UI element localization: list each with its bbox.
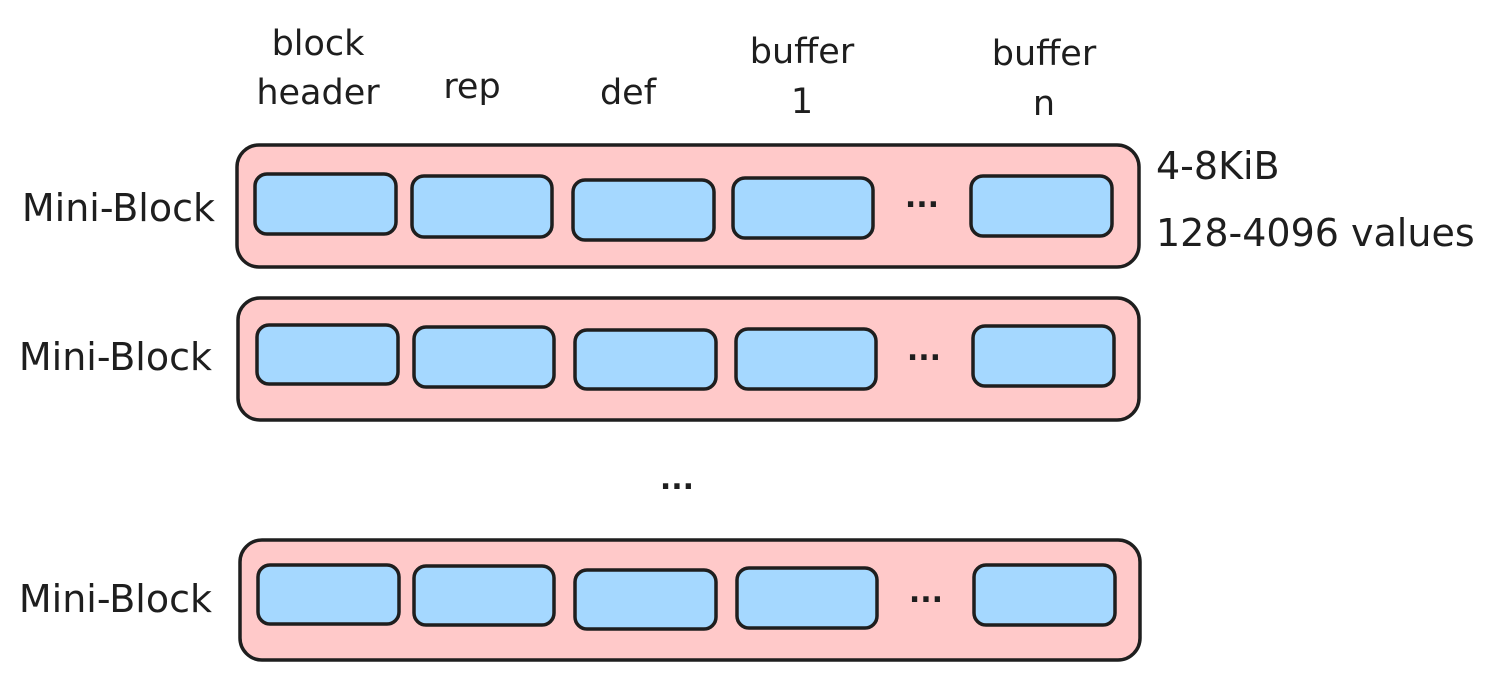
buffer-block-header-1 xyxy=(253,172,398,236)
buffer-n-row-1 xyxy=(969,174,1114,238)
header-rep: rep xyxy=(443,67,500,107)
buffer-rep-1 xyxy=(410,174,554,239)
buffers-ellipsis-2: ... xyxy=(907,333,941,368)
buffer-n-row-2 xyxy=(971,324,1116,388)
buffer-block-header-3 xyxy=(256,563,401,626)
row-label-mini-block-3: Mini-Block xyxy=(19,577,212,621)
header-def: def xyxy=(600,73,657,113)
buffer-1-row-2 xyxy=(734,327,878,391)
header-buffer-n-line1: buffer xyxy=(992,34,1097,74)
header-block-header-line1: block xyxy=(272,24,366,64)
buffer-rep-2 xyxy=(412,325,556,389)
buffer-def-2 xyxy=(573,328,718,391)
buffer-1-row-1 xyxy=(731,176,875,240)
buffer-n-row-3 xyxy=(972,563,1117,627)
header-buffer-n-line2: n xyxy=(1033,84,1055,124)
buffer-def-3 xyxy=(573,568,718,631)
size-note: 4-8KiB xyxy=(1156,144,1280,188)
buffers-ellipsis-3: ... xyxy=(909,575,943,610)
buffer-rep-3 xyxy=(412,564,556,627)
mini-block-row-1: Mini-Block ... xyxy=(22,143,1141,269)
header-buffer-1-line1: buffer xyxy=(750,32,855,72)
column-headers: block header rep def buffer 1 buffer n xyxy=(256,24,1096,124)
buffers-ellipsis-1: ... xyxy=(905,180,939,215)
buffer-def-1 xyxy=(571,178,716,242)
header-buffer-1-line2: 1 xyxy=(791,82,813,122)
header-block-header-line2: header xyxy=(256,73,380,113)
row-label-mini-block-1: Mini-Block xyxy=(22,186,215,230)
values-note: 128-4096 values xyxy=(1156,211,1475,255)
mini-block-row-2: Mini-Block ... xyxy=(19,296,1141,422)
rows-ellipsis: ... xyxy=(660,462,694,497)
mini-block-row-3: Mini-Block ... xyxy=(19,538,1142,662)
row-label-mini-block-2: Mini-Block xyxy=(19,335,212,379)
buffer-1-row-3 xyxy=(735,566,879,630)
buffer-block-header-2 xyxy=(255,323,400,386)
